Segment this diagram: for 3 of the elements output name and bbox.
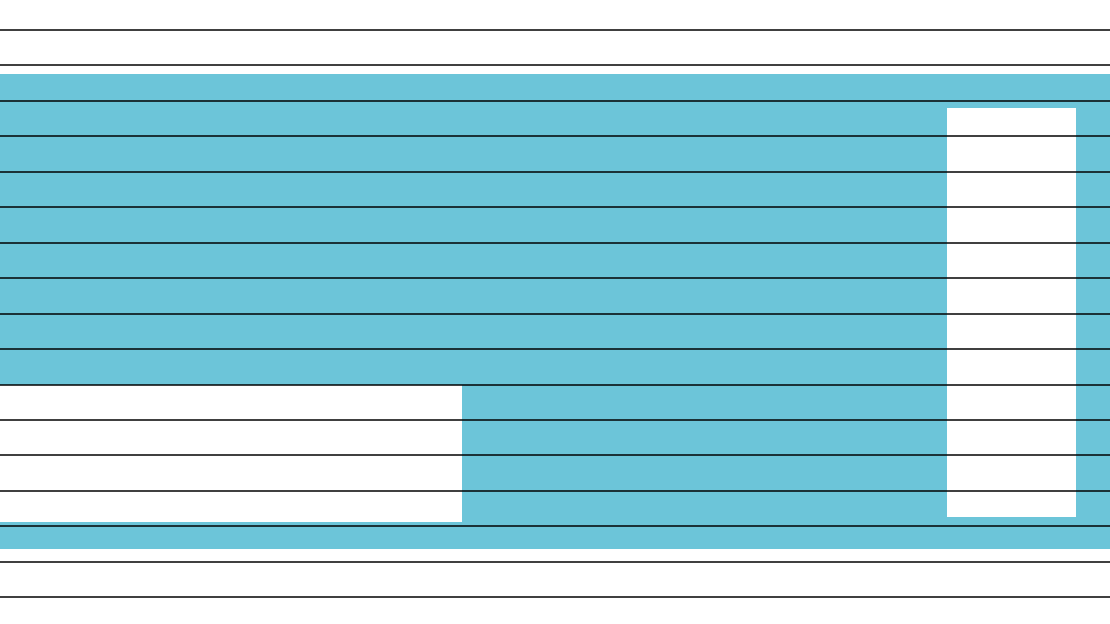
band-background bbox=[0, 74, 1110, 549]
blank-panel bbox=[0, 385, 462, 522]
blank-panel bbox=[947, 108, 1076, 517]
